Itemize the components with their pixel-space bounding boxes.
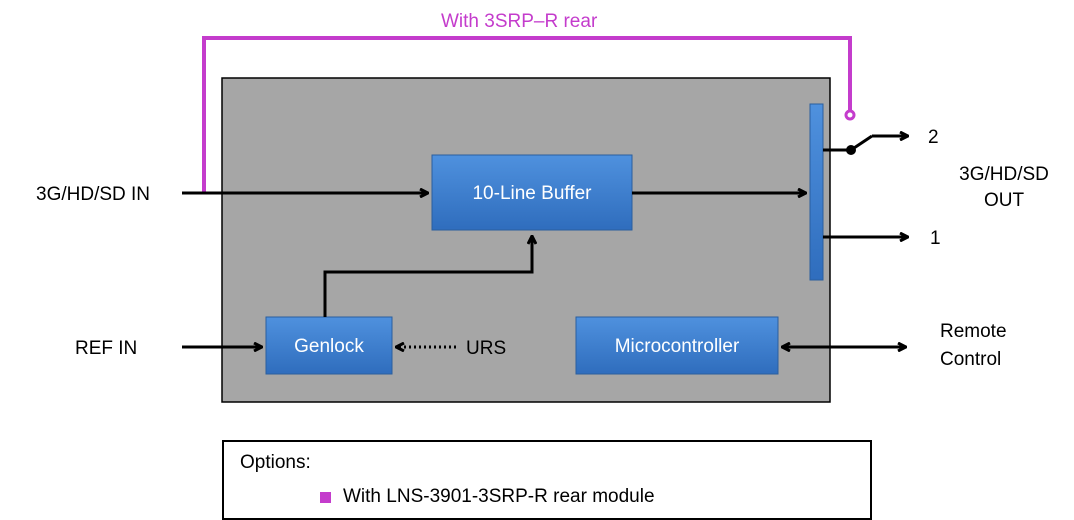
buffer-block <box>431 154 633 231</box>
options-legend: Options: With LNS-3901-3SRP-R rear modul… <box>222 440 872 520</box>
output-2-label: 2 <box>928 127 939 148</box>
output-bar <box>809 103 824 281</box>
genlock-buffer-arrow <box>323 236 532 317</box>
remote-label-line1: Remote <box>940 321 1007 342</box>
genlock-block <box>265 316 393 375</box>
microcontroller-label: Microcontroller <box>615 336 740 357</box>
output-1-label: 1 <box>930 228 941 249</box>
top-path-label: With 3SRP–R rear <box>441 11 598 32</box>
legend-swatch-icon <box>320 491 331 503</box>
legend-item-label: With LNS-3901-3SRP-R rear module <box>343 486 655 507</box>
legend-title: Options: <box>240 452 311 473</box>
rear-module-path-end <box>844 109 856 121</box>
genlock-label: Genlock <box>294 336 364 357</box>
buffer-label: 10-Line Buffer <box>472 183 592 204</box>
output-label-line2: OUT <box>984 190 1025 211</box>
rear-module-path <box>202 36 852 193</box>
microcontroller-block <box>575 316 779 375</box>
legend-item: With LNS-3901-3SRP-R rear module <box>320 486 655 508</box>
ref-in-label: REF IN <box>75 338 137 359</box>
output-label-line1: 3G/HD/SD <box>959 164 1049 185</box>
remote-label-line2: Control <box>940 349 1001 370</box>
urs-label: URS <box>466 338 506 359</box>
input-label: 3G/HD/SD IN <box>36 184 150 205</box>
switch-lever <box>850 134 873 152</box>
